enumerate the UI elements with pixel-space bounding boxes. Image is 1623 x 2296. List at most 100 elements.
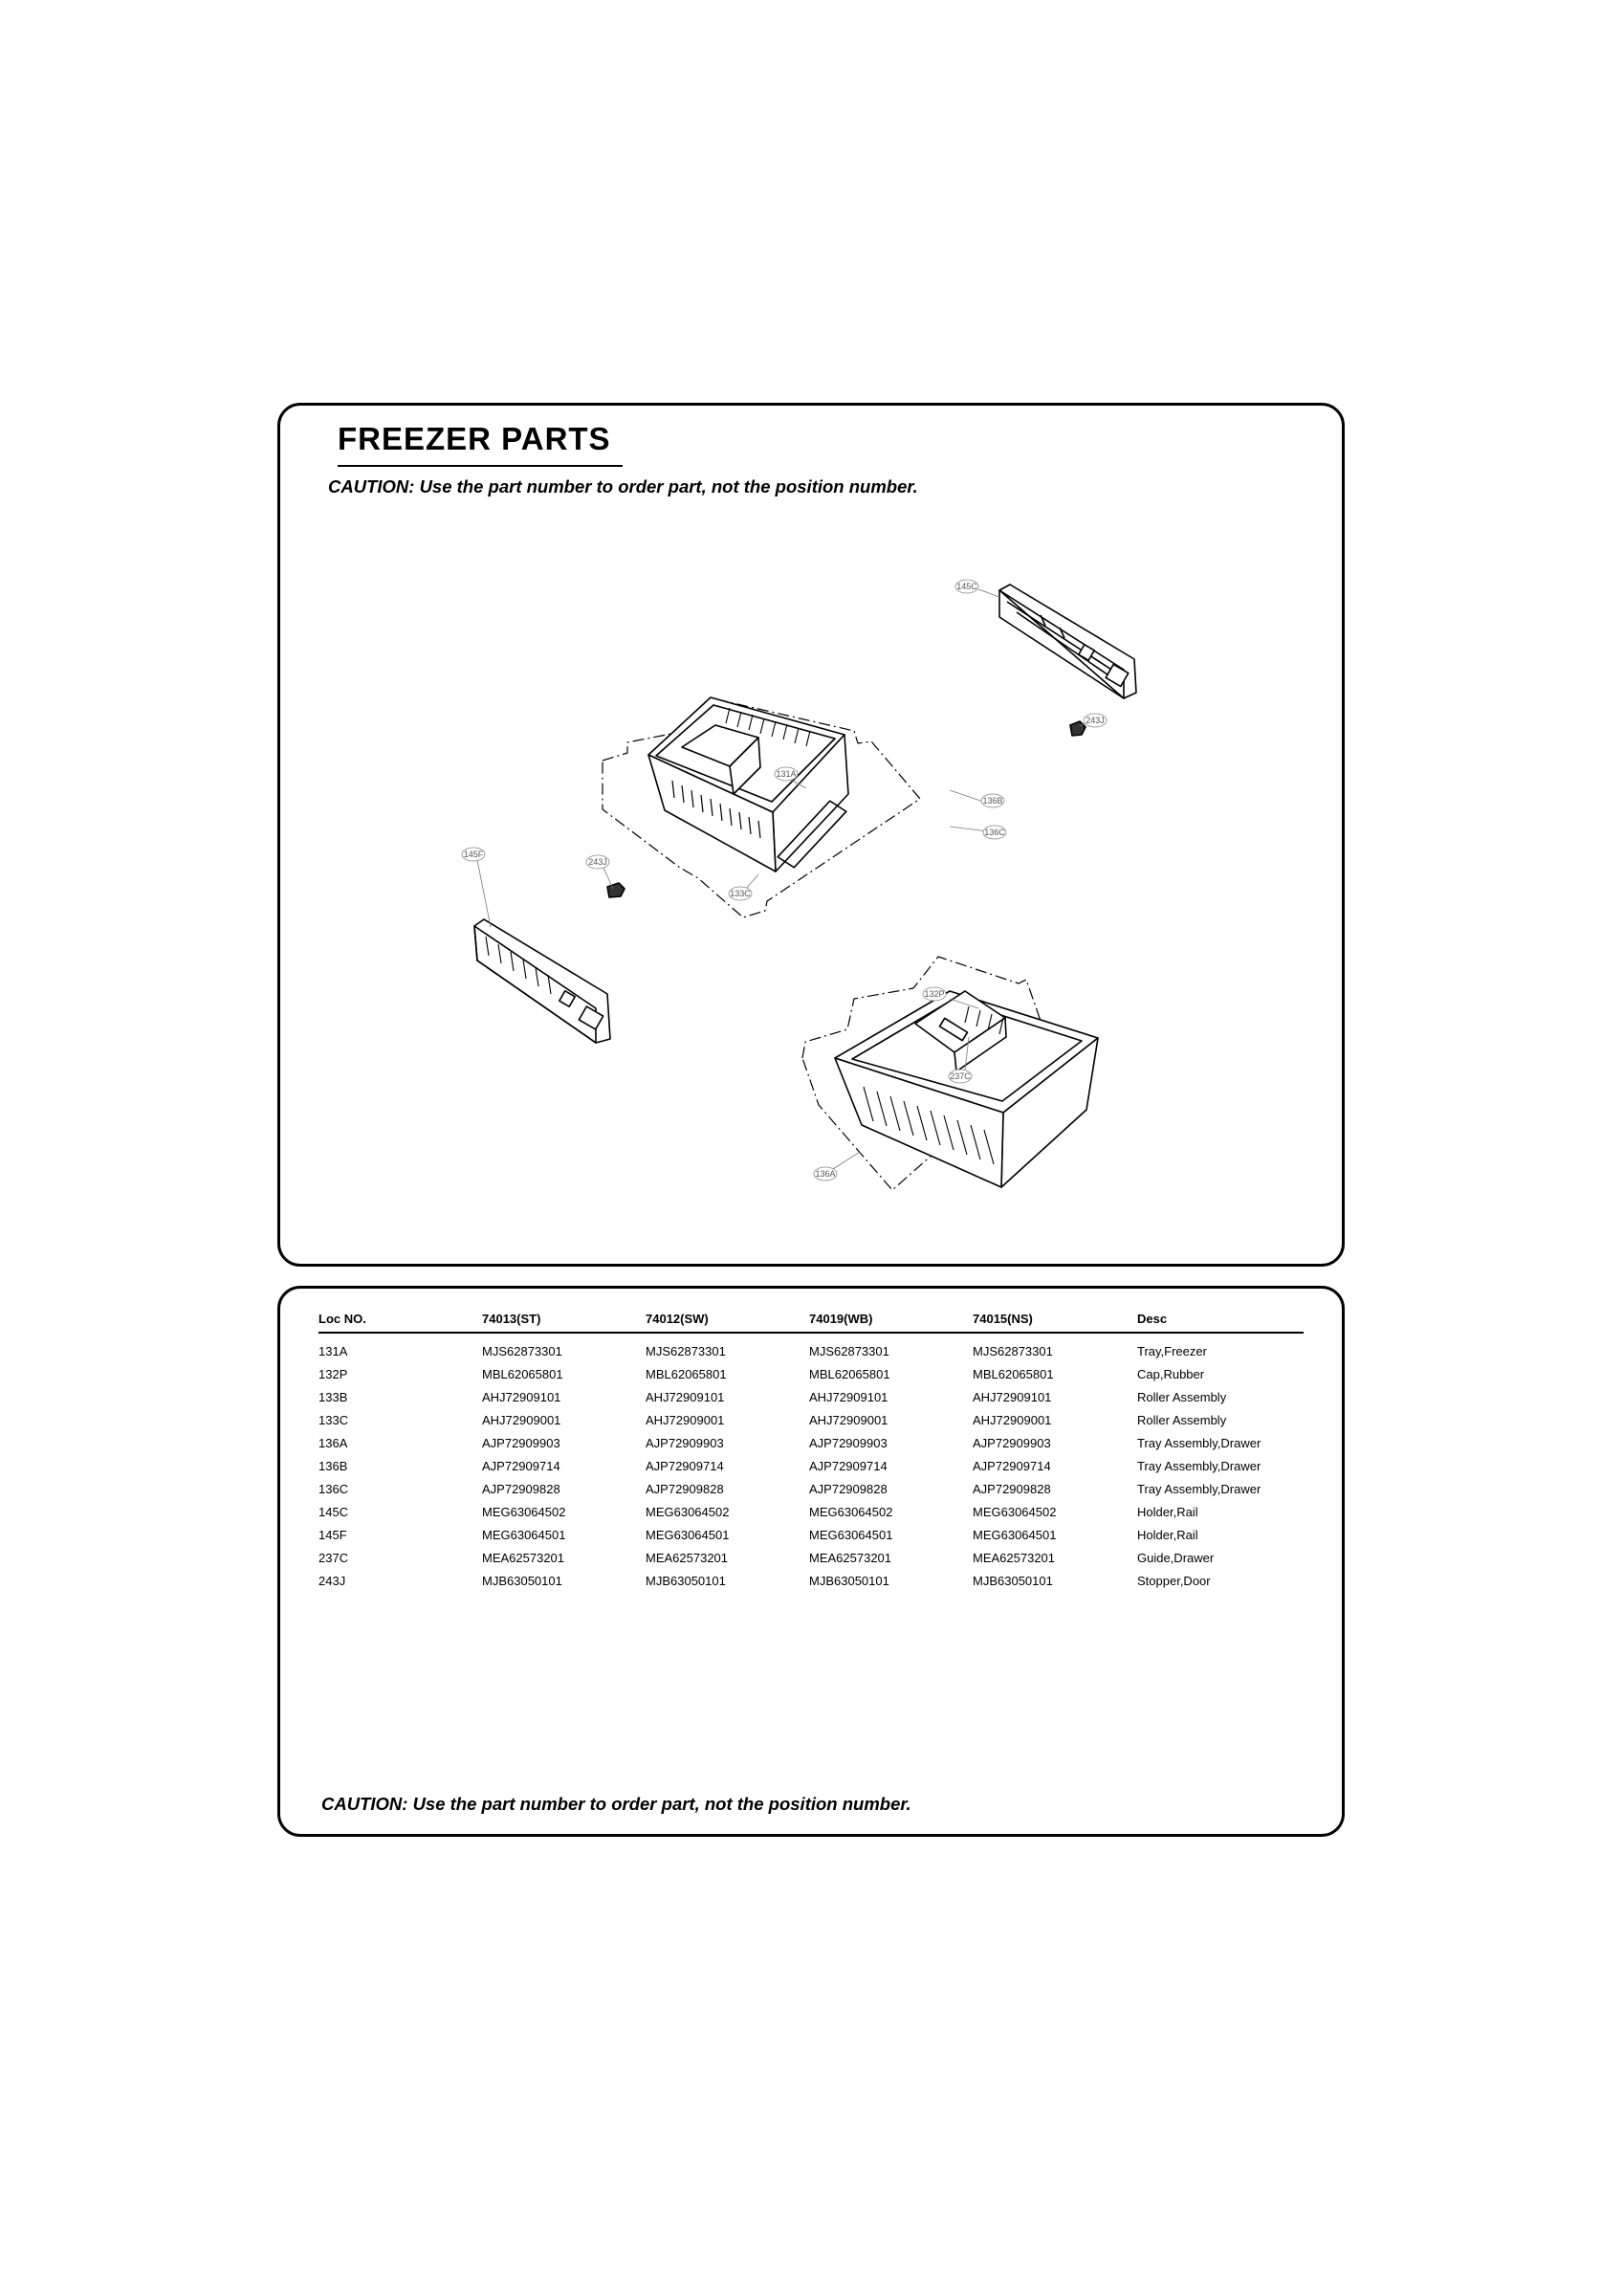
- cell-part-ns: AJP72909714: [973, 1458, 1051, 1473]
- cell-part-wb: MEG63064502: [809, 1504, 893, 1519]
- cell-part-st: AJP72909903: [482, 1435, 560, 1450]
- cell-loc: 136A: [318, 1435, 348, 1450]
- cell-part-st: MJB63050101: [482, 1573, 562, 1588]
- cell-part-wb: MBL62065801: [809, 1366, 890, 1381]
- cell-loc: 131A: [318, 1343, 348, 1358]
- table-row: 237C MEA62573201 MEA62573201 MEA62573201…: [318, 1546, 1304, 1569]
- exploded-view-drawing: 145C 243J 131A 136B 136C 145F 243J 133C …: [461, 579, 1137, 1191]
- cell-desc: Tray Assembly,Drawer: [1137, 1481, 1261, 1496]
- cell-part-ns: MEA62573201: [973, 1550, 1056, 1565]
- stopper-right: [1069, 720, 1086, 737]
- parts-list-panel: Loc NO. 74013(ST) 74012(SW) 74019(WB) 74…: [277, 1286, 1345, 1837]
- cell-part-wb: AHJ72909101: [809, 1389, 888, 1404]
- cell-part-ns: MJB63050101: [973, 1573, 1053, 1588]
- cell-part-ns: AJP72909828: [973, 1481, 1051, 1496]
- cell-part-wb: MEA62573201: [809, 1550, 892, 1565]
- header-desc: Desc: [1137, 1298, 1304, 1334]
- cell-part-sw: MEA62573201: [646, 1550, 729, 1565]
- cell-part-wb: AHJ72909001: [809, 1412, 888, 1427]
- callout-145c: 145C: [956, 582, 977, 591]
- cell-part-sw: AJP72909714: [646, 1458, 724, 1473]
- table-row: 136A AJP72909903 AJP72909903 AJP72909903…: [318, 1431, 1304, 1454]
- header-74013-st: 74013(ST): [482, 1298, 646, 1334]
- cell-loc: 136B: [318, 1458, 348, 1473]
- cell-loc: 145C: [318, 1504, 349, 1519]
- cell-part-ns: AJP72909903: [973, 1435, 1051, 1450]
- cell-part-ns: MJS62873301: [973, 1343, 1053, 1358]
- cell-part-sw: AJP72909903: [646, 1435, 724, 1450]
- cell-loc: 136C: [318, 1481, 349, 1496]
- cell-part-ns: MBL62065801: [973, 1366, 1054, 1381]
- header-74015-ns: 74015(NS): [973, 1298, 1137, 1334]
- exploded-diagram-panel: FREEZER PARTS CAUTION: Use the part numb…: [277, 403, 1345, 1267]
- cell-part-ns: AHJ72909001: [973, 1412, 1052, 1427]
- cell-desc: Tray Assembly,Drawer: [1137, 1435, 1261, 1450]
- cell-part-wb: MJS62873301: [809, 1343, 889, 1358]
- cell-desc: Tray Assembly,Drawer: [1137, 1458, 1261, 1473]
- cell-desc: Roller Assembly: [1137, 1389, 1227, 1404]
- table-row: 136C AJP72909828 AJP72909828 AJP72909828…: [318, 1477, 1304, 1500]
- cell-loc: 133C: [318, 1412, 349, 1427]
- cell-part-st: AJP72909714: [482, 1458, 560, 1473]
- header-74012-sw: 74012(SW): [646, 1298, 809, 1334]
- table-row: 133C AHJ72909001 AHJ72909001 AHJ72909001…: [318, 1408, 1304, 1431]
- cell-part-ns: MEG63064501: [973, 1527, 1057, 1542]
- rail-holder-right: [998, 584, 1137, 699]
- callout-145f: 145F: [464, 850, 484, 859]
- stopper-left: [606, 882, 625, 898]
- cell-loc: 133B: [318, 1389, 348, 1404]
- callout-132p: 132P: [924, 989, 944, 999]
- cell-part-st: MBL62065801: [482, 1366, 563, 1381]
- cell-desc: Tray,Freezer: [1137, 1343, 1207, 1358]
- header-74019-wb: 74019(WB): [809, 1298, 973, 1334]
- cell-part-st: MEA62573201: [482, 1550, 565, 1565]
- cell-part-st: MJS62873301: [482, 1343, 562, 1358]
- page-title: FREEZER PARTS: [338, 421, 623, 467]
- cell-loc: 132P: [318, 1366, 348, 1381]
- cell-loc: 145F: [318, 1527, 347, 1542]
- table-row: 133B AHJ72909101 AHJ72909101 AHJ72909101…: [318, 1385, 1304, 1408]
- cell-part-sw: AHJ72909101: [646, 1389, 725, 1404]
- table-row: 243J MJB63050101 MJB63050101 MJB63050101…: [318, 1569, 1304, 1592]
- cell-desc: Holder,Rail: [1137, 1527, 1198, 1542]
- cell-part-sw: MJB63050101: [646, 1573, 726, 1588]
- cell-part-sw: MJS62873301: [646, 1343, 726, 1358]
- cell-part-sw: MEG63064502: [646, 1504, 730, 1519]
- callout-131a: 131A: [776, 769, 796, 779]
- cell-part-wb: AJP72909903: [809, 1435, 888, 1450]
- cell-loc: 237C: [318, 1550, 349, 1565]
- table-header-row: Loc NO. 74013(ST) 74012(SW) 74019(WB) 74…: [318, 1298, 1304, 1334]
- cell-desc: Guide,Drawer: [1137, 1550, 1215, 1565]
- cell-part-st: AJP72909828: [482, 1481, 560, 1496]
- cell-part-st: MEG63064501: [482, 1527, 566, 1542]
- cell-part-ns: MEG63064502: [973, 1504, 1057, 1519]
- cell-part-wb: AJP72909828: [809, 1481, 888, 1496]
- cell-part-wb: MEG63064501: [809, 1527, 893, 1542]
- callout-136b: 136B: [982, 796, 1002, 806]
- callout-136c: 136C: [984, 828, 1005, 837]
- cell-loc: 243J: [318, 1573, 346, 1588]
- table-row: 145F MEG63064501 MEG63064501 MEG63064501…: [318, 1523, 1304, 1546]
- callout-243j-left: 243J: [588, 857, 607, 867]
- cell-part-st: AHJ72909101: [482, 1389, 561, 1404]
- lower-freezer-basket: [801, 956, 1099, 1191]
- cell-part-sw: MBL62065801: [646, 1366, 727, 1381]
- cell-desc: Roller Assembly: [1137, 1412, 1227, 1427]
- cell-part-sw: AJP72909828: [646, 1481, 724, 1496]
- header-loc-no: Loc NO.: [318, 1298, 482, 1334]
- cell-desc: Holder,Rail: [1137, 1504, 1198, 1519]
- callout-237c: 237C: [950, 1071, 971, 1081]
- callout-133c: 133C: [730, 889, 751, 898]
- cell-part-sw: MEG63064501: [646, 1527, 730, 1542]
- cell-part-wb: AJP72909714: [809, 1458, 888, 1473]
- callout-136a: 136A: [815, 1169, 835, 1179]
- rail-holder-left: [473, 918, 611, 1044]
- cell-desc: Stopper,Door: [1137, 1573, 1211, 1588]
- parts-table: Loc NO. 74013(ST) 74012(SW) 74019(WB) 74…: [318, 1298, 1304, 1592]
- cell-part-ns: AHJ72909101: [973, 1389, 1052, 1404]
- cell-desc: Cap,Rubber: [1137, 1366, 1205, 1381]
- cell-part-wb: MJB63050101: [809, 1573, 889, 1588]
- upper-freezer-tray: [602, 696, 921, 918]
- cell-part-sw: AHJ72909001: [646, 1412, 725, 1427]
- cell-part-st: AHJ72909001: [482, 1412, 561, 1427]
